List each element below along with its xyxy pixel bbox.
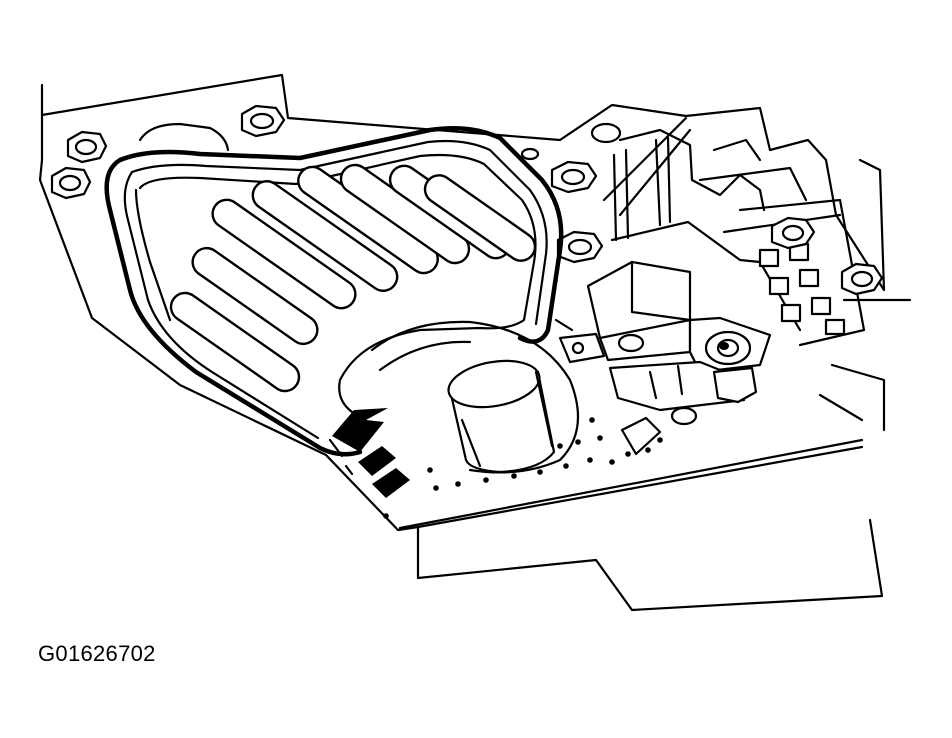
bolt-6 xyxy=(770,216,816,250)
bolt-7 xyxy=(840,262,884,296)
case-holes xyxy=(138,122,622,161)
bolt-3 xyxy=(240,104,286,138)
direction-arrow xyxy=(328,408,410,498)
gasket-dots xyxy=(383,417,663,519)
bolt-4 xyxy=(550,160,598,194)
bolt-5 xyxy=(556,230,604,264)
valve-body xyxy=(554,116,866,456)
filter-housing xyxy=(104,125,564,457)
bolt-2 xyxy=(50,166,92,200)
filter-neck xyxy=(370,320,580,474)
figure-code-label: G01626702 xyxy=(38,641,156,666)
bolt-1 xyxy=(66,130,108,164)
bolts xyxy=(50,104,884,296)
transmission-case xyxy=(38,73,912,612)
